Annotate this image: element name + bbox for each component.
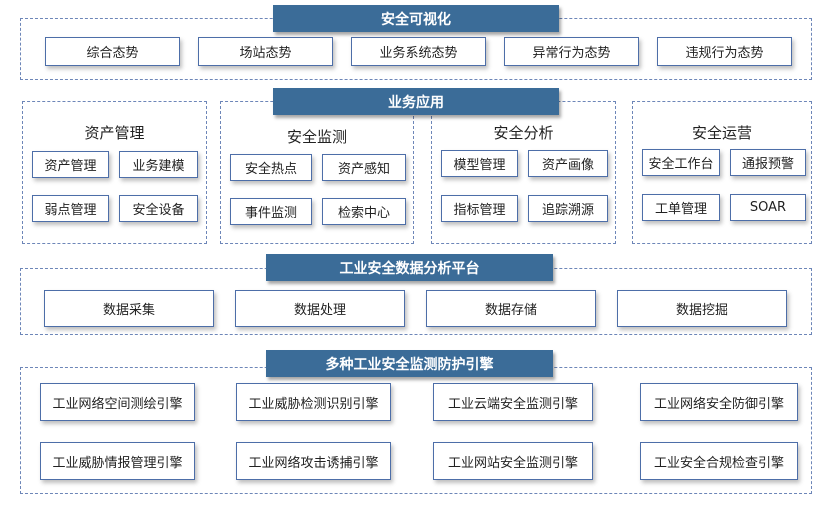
vis-item-overall: 综合态势 (45, 37, 180, 66)
app-group-operations-title: 安全运营 (691, 124, 752, 142)
engine-website-monitoring: 工业网站安全监测引擎 (433, 442, 593, 480)
app-group-asset (22, 101, 207, 244)
engines-title: 多种工业安全监测防护引擎 (266, 350, 553, 377)
apps-title: 业务应用 (273, 88, 559, 115)
vis-item-station: 场站态势 (198, 37, 333, 66)
app-search-center: 检索中心 (322, 198, 406, 225)
app-model-management: 模型管理 (441, 150, 518, 177)
app-group-monitoring-title: 安全监测 (286, 128, 347, 146)
app-ticket-management: 工单管理 (642, 194, 720, 221)
platform-data-collection: 数据采集 (44, 290, 214, 327)
app-group-analysis-title: 安全分析 (493, 124, 554, 142)
app-soar: SOAR (730, 194, 806, 221)
engine-threat-intelligence: 工业威胁情报管理引擎 (40, 442, 195, 480)
platform-data-storage: 数据存储 (426, 290, 596, 327)
app-security-hotspot: 安全热点 (230, 154, 312, 181)
vis-item-business-system: 业务系统态势 (351, 37, 486, 66)
app-trace-back: 追踪溯源 (528, 195, 608, 222)
app-group-operations (632, 101, 812, 244)
app-indicator-management: 指标管理 (441, 195, 518, 222)
engine-cloud-monitoring: 工业云端安全监测引擎 (433, 383, 593, 421)
app-vulnerability-management: 弱点管理 (32, 195, 109, 222)
engine-cyberspace-mapping: 工业网络空间测绘引擎 (40, 383, 195, 421)
engine-compliance-check: 工业安全合规检查引擎 (640, 442, 798, 480)
visualization-title: 安全可视化 (273, 5, 559, 32)
vis-item-violation-behavior: 违规行为态势 (657, 37, 792, 66)
engine-network-defense: 工业网络安全防御引擎 (640, 383, 798, 421)
app-business-modeling: 业务建模 (119, 151, 198, 178)
app-asset-profile: 资产画像 (528, 150, 608, 177)
engine-threat-detection: 工业威胁检测识别引擎 (236, 383, 391, 421)
app-asset-awareness: 资产感知 (322, 154, 406, 181)
vis-item-abnormal-behavior: 异常行为态势 (504, 37, 639, 66)
platform-data-mining: 数据挖掘 (617, 290, 787, 327)
engine-attack-trapping: 工业网络攻击诱捕引擎 (236, 442, 391, 480)
app-security-device: 安全设备 (119, 195, 198, 222)
app-group-asset-title: 资产管理 (84, 124, 145, 142)
app-alert-notification: 通报预警 (730, 149, 806, 176)
platform-data-processing: 数据处理 (235, 290, 405, 327)
app-event-monitoring: 事件监测 (230, 198, 312, 225)
app-asset-management: 资产管理 (32, 151, 109, 178)
app-security-workbench: 安全工作台 (642, 149, 720, 176)
platform-title: 工业安全数据分析平台 (266, 254, 553, 281)
